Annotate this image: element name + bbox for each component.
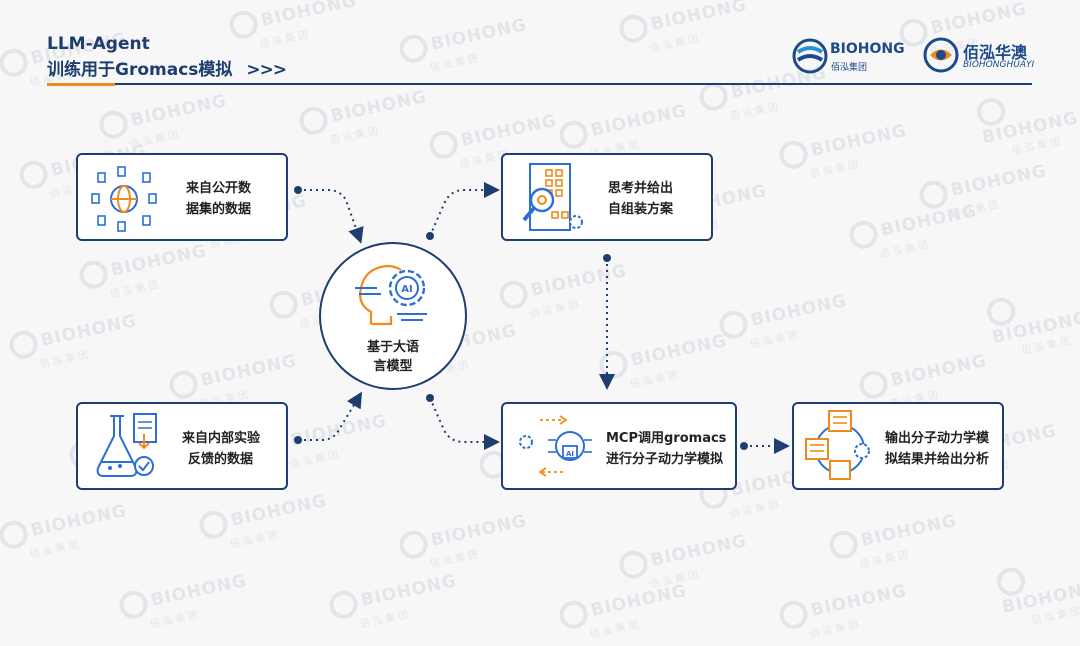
node-internal-feedback-label: 来自内部实验 反馈的数据 <box>182 428 260 470</box>
connector-llm-to-thinking <box>429 182 500 237</box>
server-network-icon <box>805 410 870 480</box>
connector-dot <box>426 232 434 240</box>
node-llm-label: 基于大语 言模型 <box>319 338 467 376</box>
node-output <box>792 402 1004 490</box>
label-line: 据集的数据 <box>186 202 252 217</box>
connector-dot <box>426 394 434 402</box>
connector-dot <box>740 442 748 450</box>
connector-internal-to-llm <box>298 391 363 441</box>
label-line: 思考并给出 <box>608 181 674 196</box>
biohong-logo-icon <box>792 38 828 74</box>
svg-text:AI: AI <box>401 284 412 295</box>
ai-chip-cycle-icon: AI <box>519 415 592 477</box>
logo-right-brand: 佰泓华澳 <box>963 43 1028 62</box>
node-public-data-label: 来自公开数 据集的数据 <box>186 178 251 220</box>
label-line: 输出分子动力学模 <box>885 431 990 446</box>
connector-dot <box>294 436 302 444</box>
node-public-data <box>76 153 288 241</box>
title-line-2: 训练用于Gromacs模拟 >>> <box>47 55 287 80</box>
logo-left-brand: BIOHONG <box>830 41 905 57</box>
label-line: 自组装方案 <box>608 202 674 217</box>
chevrons-icon: >>> <box>246 60 287 80</box>
connector-dot <box>603 254 611 262</box>
label-line: 进行分子动力学模拟 <box>606 452 724 467</box>
globe-network-icon <box>91 166 157 232</box>
label-line: 言模型 <box>373 359 413 374</box>
label-line: MCP调用gromacs <box>606 431 727 446</box>
label-line: 反馈的数据 <box>188 452 254 467</box>
connector-dot <box>294 186 302 194</box>
biohonghuayi-logo-icon <box>923 37 959 73</box>
logo-right-sub: BIOHONGHUAYI <box>963 60 1035 70</box>
label-line: 来自公开数 <box>186 181 252 196</box>
node-output-label: 输出分子动力学模 拟结果并给出分析 <box>885 428 989 470</box>
label-line: 拟结果并给出分析 <box>885 452 990 467</box>
node-mcp-label: MCP调用gromacs 进行分子动力学模拟 <box>606 428 726 470</box>
node-mcp <box>501 402 737 490</box>
ai-head-gear-icon: AI <box>355 264 427 326</box>
connector-llm-to-mcp <box>429 397 500 450</box>
header-rule-accent <box>47 83 115 86</box>
title-line-1: LLM-Agent <box>47 34 150 54</box>
connector-public-to-llm <box>298 189 364 244</box>
document-search-icon <box>522 163 583 231</box>
title-text: 训练用于Gromacs模拟 <box>47 60 233 80</box>
logo-left-sub: 佰泓集团 <box>831 63 868 73</box>
header-rule <box>47 83 1032 85</box>
connector-layer <box>294 182 790 454</box>
label-line: 基于大语 <box>366 340 419 355</box>
flask-document-icon <box>96 413 157 477</box>
svg-text:AI: AI <box>566 450 574 458</box>
node-thinking-label: 思考并给出 自组装方案 <box>608 178 673 220</box>
label-line: 来自内部实验 <box>182 431 261 446</box>
